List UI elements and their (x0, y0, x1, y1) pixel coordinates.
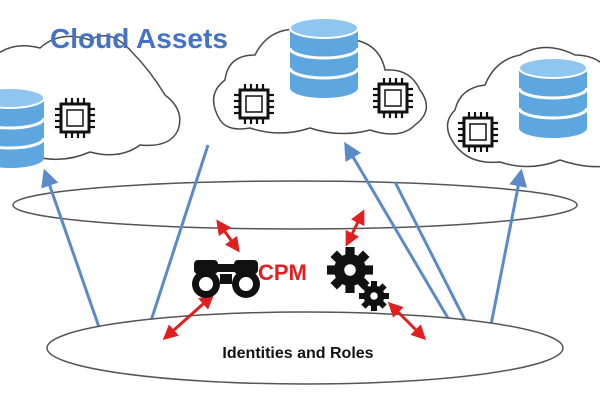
binoculars-icon (192, 260, 260, 298)
cpm-label: CPM (258, 260, 307, 285)
connector-left-up (41, 168, 102, 331)
connector-mid-right-up (344, 141, 457, 331)
cpm-arrows (162, 209, 427, 341)
chip-icon-2 (232, 82, 276, 126)
cloud-assets-ring (12, 180, 578, 230)
database-icon-right (517, 56, 589, 140)
chip-icon-3 (371, 76, 415, 120)
connector-right-inner (393, 181, 472, 331)
arrow-gears-bottom (387, 301, 427, 341)
identities-label: Identities and Roles (222, 345, 373, 362)
chip-icon-4 (456, 110, 500, 154)
arrow-gears-top (345, 209, 365, 247)
database-icon-middle (288, 16, 360, 100)
arrow-binoculars-top (216, 219, 240, 253)
cloud-icon-left (0, 35, 181, 162)
connector-left-inner (146, 144, 210, 331)
asset-connectors (41, 141, 528, 331)
diagram-title: Cloud Assets (50, 23, 228, 54)
database-icon-left (0, 86, 46, 170)
chip-icon-1 (53, 96, 97, 140)
connector-right-up (488, 168, 528, 331)
gears-icon (327, 247, 389, 311)
arrow-binoculars-bottom (162, 294, 215, 340)
